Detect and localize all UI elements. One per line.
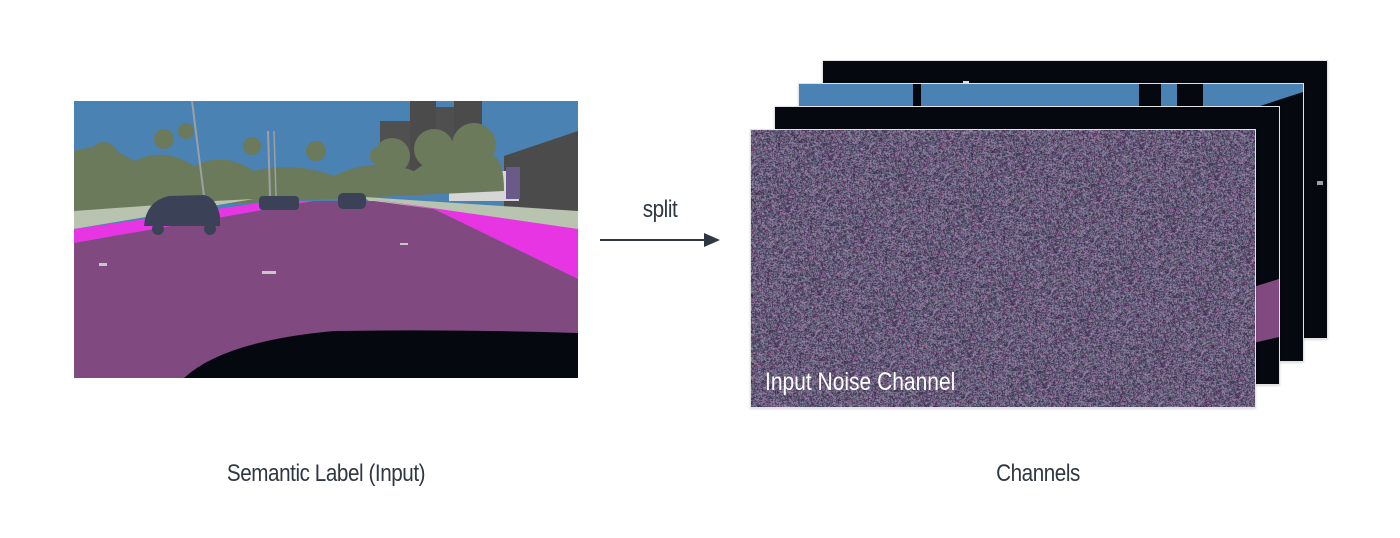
noise-channel-label: Input Noise Channel bbox=[765, 368, 956, 396]
channels-caption: Channels bbox=[996, 460, 1080, 487]
noise-channel-card: Input Noise Channel bbox=[750, 129, 1256, 408]
split-arrow bbox=[600, 233, 720, 247]
semantic-label-image bbox=[74, 101, 578, 378]
input-caption: Semantic Label (Input) bbox=[226, 460, 426, 487]
noise-texture bbox=[751, 130, 1255, 407]
channel-2-content bbox=[1253, 279, 1279, 343]
split-label: split bbox=[642, 196, 678, 223]
semantic-label-scene bbox=[74, 101, 578, 378]
